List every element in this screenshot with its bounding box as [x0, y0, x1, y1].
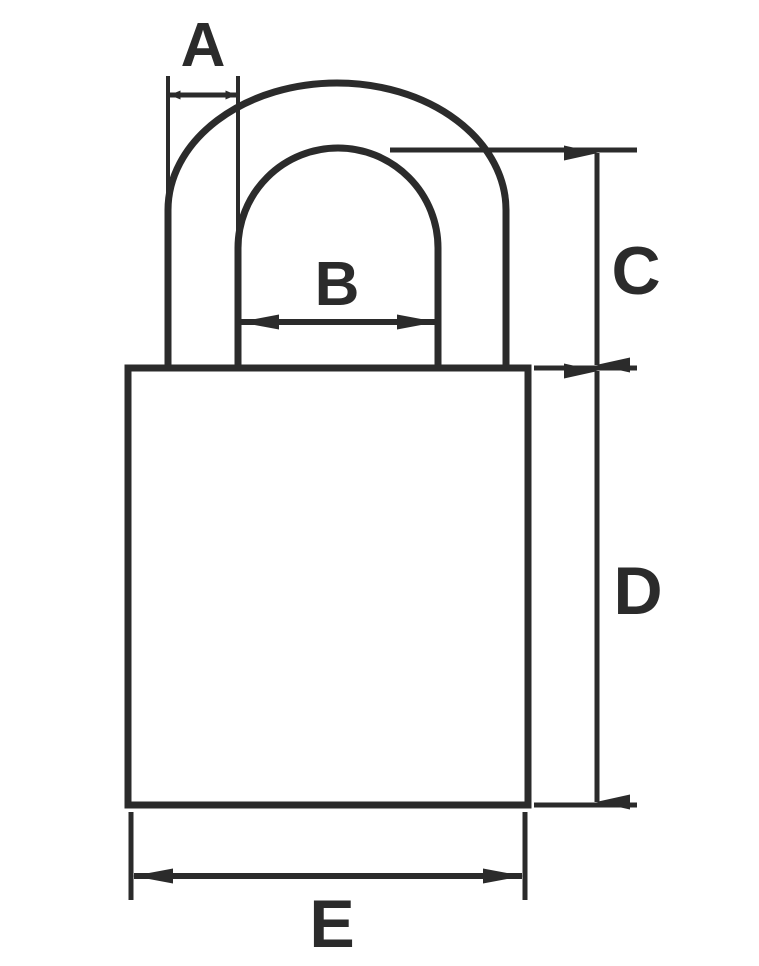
- shackle-inner-arc: [234, 144, 442, 368]
- dimension-e-group: E: [128, 812, 528, 962]
- dim-c-label: C: [611, 233, 660, 309]
- dim-b-label: B: [315, 250, 360, 319]
- dimension-a-group: A: [166, 11, 240, 370]
- dim-d-label: D: [613, 553, 662, 629]
- dimension-c-group: C: [390, 145, 661, 373]
- dimension-b-group: B: [239, 250, 437, 330]
- dim-a-label: A: [181, 11, 226, 80]
- padlock-outline: [124, 79, 532, 809]
- dimension-d-group: D: [534, 363, 663, 810]
- dim-e-label: E: [309, 886, 354, 962]
- shackle-outer-arc: [164, 79, 510, 368]
- lock-body: [124, 364, 532, 809]
